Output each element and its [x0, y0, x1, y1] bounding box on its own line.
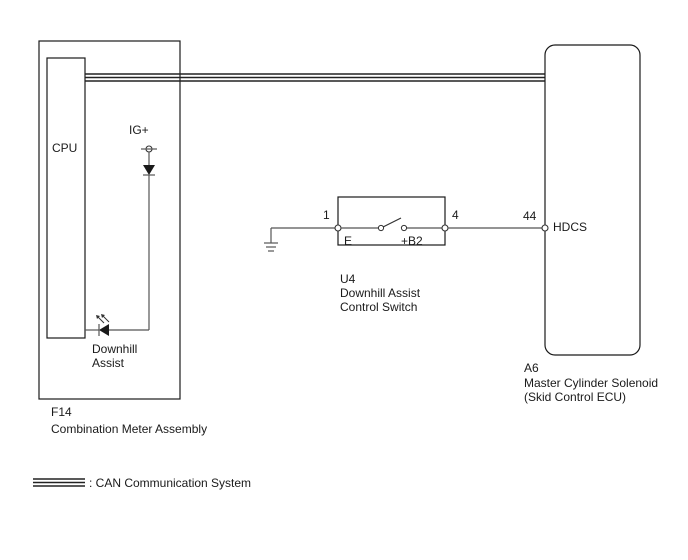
pin-e-number: 1 — [323, 208, 330, 222]
cpu-block — [46, 57, 86, 339]
ecu-name-line1: Master Cylinder Solenoid — [524, 376, 658, 390]
pin-e-label: E — [344, 234, 352, 248]
legend: : CAN Communication System — [33, 476, 251, 490]
ecu-pin-label: HDCS — [553, 220, 587, 234]
switch-contact-right — [400, 224, 408, 232]
pin-b2-number: 4 — [452, 208, 459, 222]
meter-code: F14 — [51, 405, 72, 419]
combination-meter-assembly: CPU IG+ Downhill Assist F14 Combination … — [38, 40, 207, 436]
ecu-code: A6 — [524, 361, 539, 375]
can-bus — [85, 73, 545, 82]
switch-icon — [382, 217, 402, 228]
pin-e-terminal — [334, 224, 342, 232]
switch-name-line1: Downhill Assist — [340, 286, 421, 300]
switch-name-line2: Control Switch — [340, 300, 417, 314]
indicator-label-line1: Downhill — [92, 342, 137, 356]
pin-b2-label: +B2 — [401, 234, 423, 248]
ig-plus-label: IG+ — [129, 123, 149, 137]
switch-block — [337, 196, 446, 246]
ground-icon — [264, 228, 278, 252]
cpu-label: CPU — [52, 141, 77, 155]
pin-b2-terminal — [441, 224, 449, 232]
switch-contact-left — [377, 224, 385, 232]
downhill-assist-led-icon — [85, 314, 110, 336]
ecu-pin-number: 44 — [523, 209, 537, 223]
indicator-label-line2: Assist — [92, 356, 125, 370]
ecu-pin-terminal — [541, 224, 549, 232]
legend-can-label: : CAN Communication System — [89, 476, 251, 490]
diode-icon — [143, 165, 155, 175]
ecu-name-line2: (Skid Control ECU) — [524, 390, 626, 404]
master-cylinder-solenoid: HDCS A6 Master Cylinder Solenoid (Skid C… — [524, 44, 658, 404]
switch-code: U4 — [340, 272, 356, 286]
meter-name: Combination Meter Assembly — [51, 422, 207, 436]
ecu-block — [544, 44, 641, 356]
downhill-assist-control-switch: 1 E 4 +B2 44 U4 Downhill Assist Control … — [264, 196, 549, 314]
